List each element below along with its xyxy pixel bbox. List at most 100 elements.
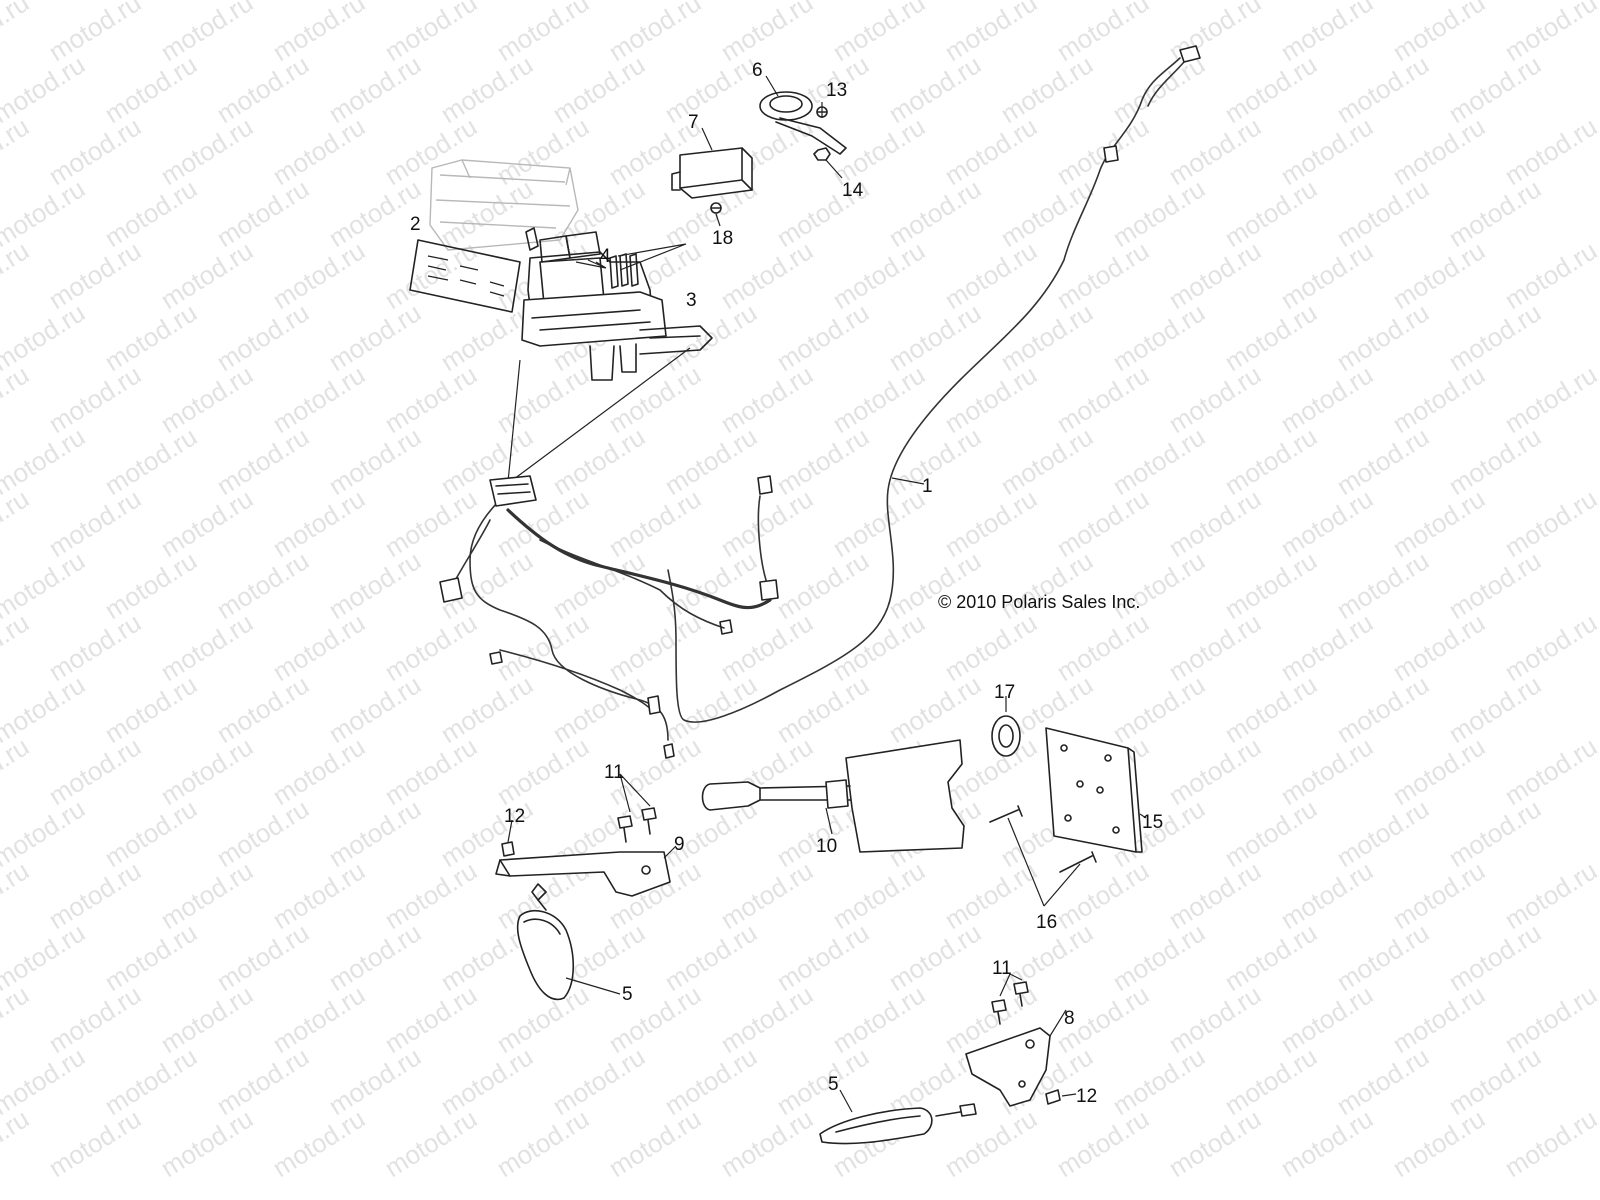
watermark-text: motod.ru (155, 855, 258, 935)
callout-11a: 11 (604, 762, 624, 783)
watermark-text: motod.ru (155, 731, 258, 811)
watermark-text: motod.ru (491, 1103, 594, 1183)
watermark-text: motod.ru (1163, 1103, 1266, 1183)
watermark-text: motod.ru (1499, 235, 1600, 315)
watermark-text: motod.ru (1499, 607, 1600, 687)
watermark-text: motod.ru (1499, 111, 1600, 191)
watermark-text: motod.ru (1387, 731, 1490, 811)
watermark-text: motod.ru (1331, 545, 1434, 625)
watermark-text: motod.ru (43, 855, 146, 935)
callout-numbers: 1 2 3 4 5 5 6 7 8 9 10 11 11 12 12 13 14… (410, 60, 1163, 1107)
watermark-text: motod.ru (267, 111, 370, 191)
watermark-text: motod.ru (211, 545, 314, 625)
watermark-text: motod.ru (715, 0, 818, 67)
callout-11b: 11 (992, 958, 1012, 979)
watermark-text: motod.ru (43, 111, 146, 191)
watermark-text: motod.ru (1331, 297, 1434, 377)
watermark-text: motod.ru (211, 173, 314, 253)
watermark-text: motod.ru (659, 669, 762, 749)
watermark-text: motod.ru (435, 669, 538, 749)
watermark-text: motod.ru (155, 359, 258, 439)
watermark-text: motod.ru (995, 297, 1098, 377)
horn (759, 91, 847, 155)
screws-11-top (617, 807, 657, 843)
switch-assembly (701, 739, 965, 853)
callout-15: 15 (1142, 812, 1163, 833)
watermark-text: motod.ru (435, 173, 538, 253)
watermark-text: motod.ru (883, 669, 986, 749)
leader-4 (575, 259, 607, 269)
watermark-text: motod.ru (1275, 235, 1378, 315)
callout-5a: 5 (622, 984, 633, 1005)
callout-18: 18 (712, 228, 733, 249)
leader-15 (1139, 813, 1147, 819)
callout-7: 7 (688, 112, 699, 133)
watermark-text: motod.ru (883, 297, 986, 377)
watermark-text: motod.ru (883, 545, 986, 625)
watermark-text: motod.ru (1275, 0, 1378, 67)
watermark-text: motod.ru (659, 421, 762, 501)
callout-9: 9 (674, 834, 685, 855)
watermark-text: motod.ru (491, 0, 594, 67)
watermark-text: motod.ru (827, 607, 930, 687)
leader-5a (565, 977, 621, 995)
leader-7 (701, 127, 713, 151)
watermark-text: motod.ru (1219, 49, 1322, 129)
watermark-text: motod.ru (267, 979, 370, 1059)
leader-10 (825, 807, 833, 835)
leader-3 (617, 243, 687, 271)
watermark-text: motod.ru (99, 669, 202, 749)
watermark-text: motod.ru (379, 235, 482, 315)
watermark-text: motod.ru (323, 545, 426, 625)
callout-1: 1 (922, 476, 933, 497)
watermark-text: motod.ru (1387, 979, 1490, 1059)
watermark-text: motod.ru (211, 917, 314, 997)
bracket-9 (495, 851, 671, 897)
watermark-text: motod.ru (323, 297, 426, 377)
watermark-text: motod.ru (1443, 1041, 1546, 1121)
watermark-text: motod.ru (1443, 793, 1546, 873)
watermark-text: motod.ru (1387, 111, 1490, 191)
watermark-text: motod.ru (323, 793, 426, 873)
watermark-text: motod.ru (43, 235, 146, 315)
watermark-text: motod.ru (715, 979, 818, 1059)
callout-17: 17 (994, 682, 1015, 703)
watermark-text: motod.ru (1275, 979, 1378, 1059)
leader-5b (839, 1089, 853, 1113)
watermark-text: motod.ru (1443, 917, 1546, 997)
watermark-text: motod.ru (379, 483, 482, 563)
watermark-text: motod.ru (1163, 359, 1266, 439)
leader-11a (619, 773, 651, 813)
watermark-text: motod.ru (771, 1041, 874, 1121)
callout-12a: 12 (504, 806, 525, 827)
watermark-text: motod.ru (883, 49, 986, 129)
watermark-text: motod.ru (267, 359, 370, 439)
watermark-text: motod.ru (883, 421, 986, 501)
watermark-text: motod.ru (1051, 0, 1154, 67)
watermark-text: motod.ru (155, 483, 258, 563)
turn-light-bottom (819, 1103, 977, 1145)
watermark-text: motod.ru (1443, 49, 1546, 129)
watermark-text: motod.ru (659, 1041, 762, 1121)
watermark-text: motod.ru (1051, 607, 1154, 687)
watermark-text: motod.ru (99, 297, 202, 377)
watermark-text: motod.ru (1275, 1103, 1378, 1183)
watermark-text: motod.ru (435, 1041, 538, 1121)
watermark-text: motod.ru (1499, 979, 1600, 1059)
watermark-text: motod.ru (1107, 1041, 1210, 1121)
watermark-text: motod.ru (491, 731, 594, 811)
watermark-text: motod.ru (155, 1103, 258, 1183)
fuse-box-cover (429, 159, 579, 251)
watermark-text: motod.ru (1219, 793, 1322, 873)
watermark-text: motod.ru (211, 793, 314, 873)
watermark-text: motod.ru (155, 235, 258, 315)
watermark-text: motod.ru (1443, 173, 1546, 253)
watermark-text: motod.ru (1163, 0, 1266, 67)
watermark-text: motod.ru (1331, 421, 1434, 501)
watermark-text: motod.ru (1051, 483, 1154, 563)
watermark-text: motod.ru (323, 49, 426, 129)
mounting-plate (1045, 727, 1143, 853)
watermark-text: motod.ru (939, 359, 1042, 439)
leader-14 (825, 159, 843, 179)
